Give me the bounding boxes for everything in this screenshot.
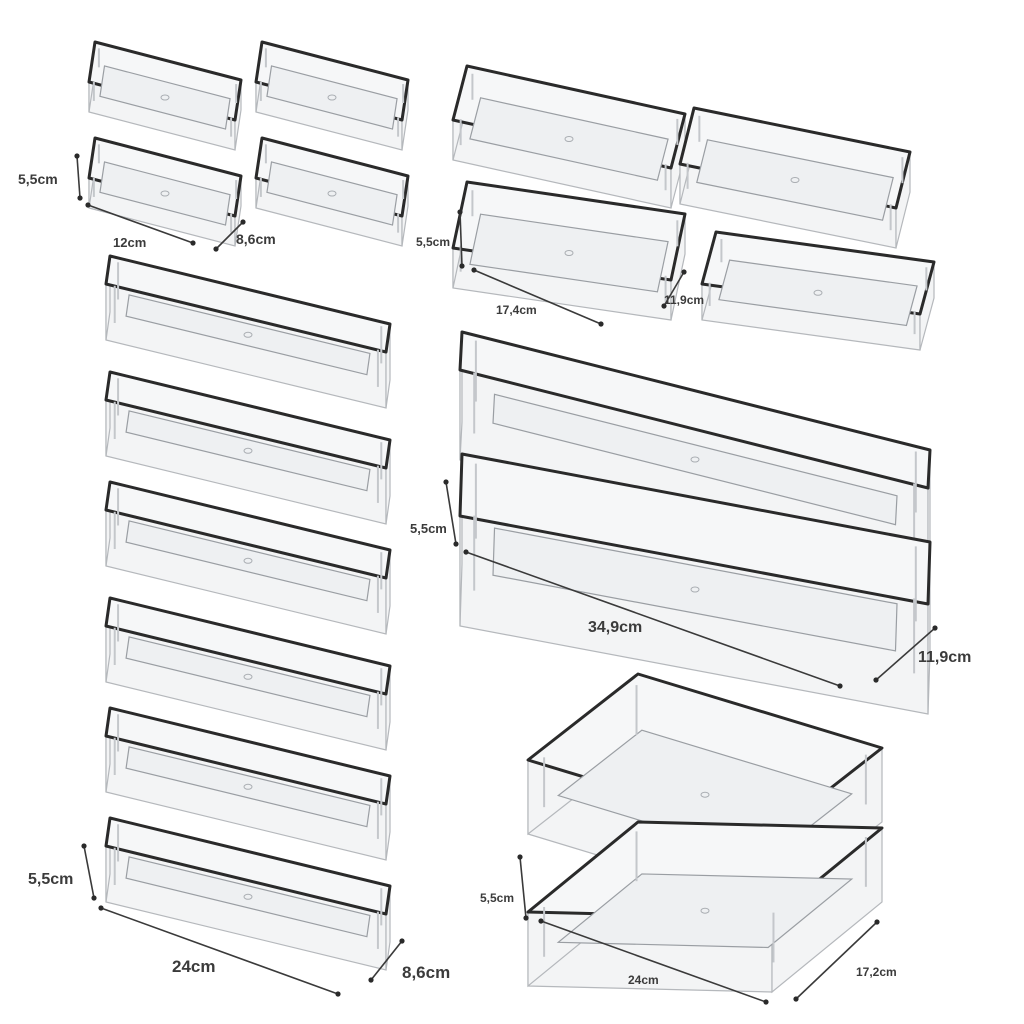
long-tray	[104, 370, 392, 525]
wide-width-dim	[793, 919, 880, 1002]
small-tray	[87, 136, 243, 247]
medium-tray	[678, 106, 912, 249]
wide-height-label: 5,5cm	[480, 891, 515, 905]
long-tray	[104, 596, 392, 751]
long-tray	[104, 706, 392, 861]
xl-tray	[458, 452, 932, 715]
medium-width-label: 11,9cm	[664, 293, 705, 307]
xl-height-label: 5,5cm	[410, 521, 447, 536]
small-length-dim	[85, 202, 196, 246]
small-width-label: 8,6cm	[236, 231, 276, 247]
long-width-dim	[368, 938, 405, 983]
long-width-label: 8,6cm	[402, 963, 451, 982]
xl-height-dim	[443, 479, 459, 547]
wide-tray	[526, 820, 884, 994]
small-width-dim	[213, 219, 246, 252]
xl-width-dim	[873, 625, 938, 683]
long-height-label: 5,5cm	[28, 871, 74, 888]
xl-width-label: 11,9cm	[918, 649, 972, 666]
wide-width-label: 17,2cm	[856, 965, 897, 979]
long-length-dim	[98, 905, 341, 997]
small-tray	[254, 136, 410, 247]
wide-length-label: 24cm	[628, 973, 659, 987]
medium-length-dim	[471, 267, 604, 327]
medium-height-label: 5,5cm	[416, 235, 451, 249]
small-height-dim	[74, 153, 83, 201]
long-length-label: 24cm	[172, 957, 216, 976]
medium-tray	[451, 64, 687, 209]
wide-length-dim	[538, 918, 769, 1005]
small-tray	[254, 40, 410, 151]
long-tray	[104, 480, 392, 635]
medium-width-dim	[661, 269, 687, 309]
medium-height-dim	[457, 209, 465, 269]
long-tray	[104, 816, 392, 971]
small-height-label: 5,5cm	[18, 171, 58, 187]
medium-tray	[451, 180, 687, 321]
long-tray	[104, 254, 392, 409]
medium-length-label: 17,4cm	[496, 303, 537, 317]
long-height-dim	[81, 843, 97, 901]
medium-tray	[700, 230, 936, 351]
wide-height-dim	[517, 854, 529, 921]
xl-length-dim	[463, 549, 843, 689]
small-tray	[87, 40, 243, 151]
small-length-label: 12cm	[113, 235, 147, 250]
xl-length-label: 34,9cm	[588, 619, 643, 636]
